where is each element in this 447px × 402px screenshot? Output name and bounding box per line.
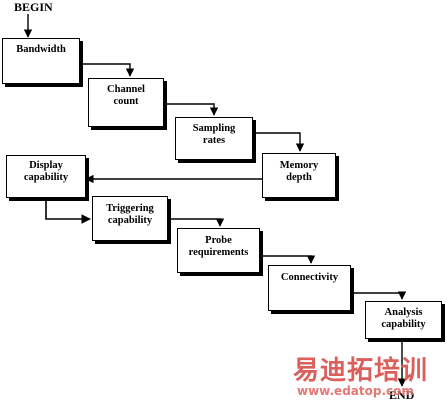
- step-triggering-capability-label: Triggering: [106, 203, 154, 214]
- step-channel-count-label: Channel: [107, 84, 145, 95]
- step-triggering-capability: Triggering capability: [92, 196, 168, 241]
- end-label: END: [389, 388, 415, 402]
- step-display-capability: Display capability: [6, 155, 86, 198]
- step-display-capability-label-2: capability: [23, 172, 69, 183]
- step-probe-requirements-label: Probe: [205, 235, 232, 246]
- begin-label: BEGIN: [14, 0, 53, 14]
- step-bandwidth: Bandwidth: [2, 38, 80, 84]
- step-probe-requirements: Probe requirements: [177, 228, 260, 273]
- arrow-display-to-triggering-capability: [45, 198, 91, 224]
- step-bandwidth-label: Bandwidth: [16, 44, 66, 55]
- step-connectivity: Connectivity: [268, 265, 351, 311]
- arrow-triggering-to-probe-requirements: [168, 218, 225, 227]
- step-memory-depth-label: Memory: [279, 160, 319, 171]
- step-triggering-capability-label-2: capability: [107, 215, 153, 226]
- step-probe-requirements-label-2: requirements: [188, 247, 249, 258]
- step-sampling-rates: Sampling rates: [175, 117, 253, 160]
- arrow-connectivity-to-analysis-capability: [351, 291, 407, 300]
- step-sampling-rates-label: Sampling: [192, 123, 236, 134]
- watermark-url: www.edatop.com: [297, 384, 414, 398]
- step-analysis-capability-label-2: capability: [381, 319, 426, 330]
- step-memory-depth-label-2: depth: [286, 172, 312, 183]
- watermark-logo-text: 易迪拓培训: [293, 356, 429, 386]
- arrow-bandwidth-to-channel-count: [80, 63, 135, 77]
- step-sampling-rates-label-2: rates: [202, 135, 226, 146]
- arrow-probe-to-connectivity: [260, 255, 316, 264]
- step-channel-count: Channel count: [88, 78, 164, 127]
- step-analysis-capability-label: Analysis: [384, 307, 423, 318]
- step-channel-count-label-2: count: [113, 96, 139, 107]
- step-memory-depth: Memory depth: [262, 153, 336, 198]
- step-display-capability-label: Display: [29, 160, 63, 171]
- step-analysis-capability: Analysis capability: [365, 301, 442, 339]
- arrow-channel-count-to-sampling-rates: [164, 103, 219, 116]
- step-connectivity-label: Connectivity: [280, 272, 339, 283]
- arrow-sampling-rates-to-memory-depth: [253, 132, 305, 152]
